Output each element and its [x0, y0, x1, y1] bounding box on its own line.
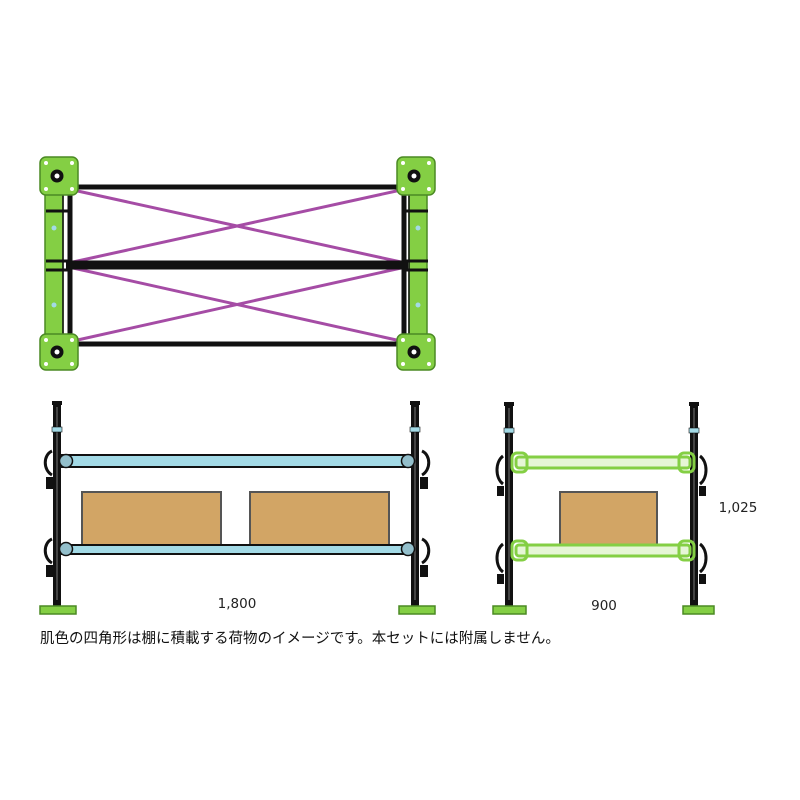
side-beam-end-fitting	[510, 451, 529, 474]
front-beam-upper	[61, 454, 413, 468]
post-cap	[52, 401, 62, 405]
side-joint-lower-right	[698, 542, 708, 584]
plan-view	[39, 156, 436, 371]
cross-brace-lower-b	[72, 266, 402, 343]
front-joint-lower-left	[43, 537, 74, 577]
base-plate-bottom-left	[39, 333, 79, 371]
front-joint-upper-right	[400, 449, 431, 489]
height-dimension-label: 1,025	[719, 500, 758, 516]
side-joint-upper-right	[698, 454, 708, 496]
post-cap	[504, 402, 514, 406]
post-marker	[51, 426, 63, 433]
cargo-box-right	[249, 491, 390, 546]
base-plate-top-left	[39, 156, 79, 196]
post-marker	[503, 427, 515, 434]
side-beam-upper	[514, 455, 692, 470]
post-cap	[689, 402, 699, 406]
plan-bolt-dot	[51, 302, 57, 308]
depth-dimension-label: 900	[591, 598, 617, 614]
front-joint-lower-right	[400, 537, 431, 577]
front-foot-left	[39, 605, 77, 615]
cargo-box-side	[559, 491, 658, 546]
side-joint-lower-left	[495, 542, 505, 584]
side-foot-right	[682, 605, 715, 615]
width-dimension-label: 1,800	[218, 596, 257, 612]
side-foot-left	[492, 605, 527, 615]
side-joint-upper-left	[495, 454, 505, 496]
front-beam-lower	[61, 544, 413, 555]
side-beam-end-fitting	[677, 539, 696, 562]
front-joint-upper-left	[43, 449, 74, 489]
side-beam-lower	[514, 543, 692, 558]
post-marker	[688, 427, 700, 434]
post-marker	[409, 426, 421, 433]
base-plate-bottom-right	[396, 333, 436, 371]
cargo-box-left	[81, 491, 222, 546]
caption-note: 肌色の四角形は棚に積載する荷物のイメージです。本セットには附属しません。	[40, 630, 560, 647]
base-plate-top-right	[396, 156, 436, 196]
plan-bolt-dot	[415, 302, 421, 308]
side-beam-end-fitting	[510, 539, 529, 562]
plan-bolt-dot	[415, 225, 421, 231]
cross-brace-upper-b	[72, 188, 402, 264]
post-cap	[410, 401, 420, 405]
front-view: 1,800	[39, 401, 436, 615]
side-view: 900 1,025	[492, 402, 758, 615]
front-foot-right	[398, 605, 436, 615]
side-beam-end-fitting	[677, 451, 696, 474]
plan-bolt-dot	[51, 225, 57, 231]
